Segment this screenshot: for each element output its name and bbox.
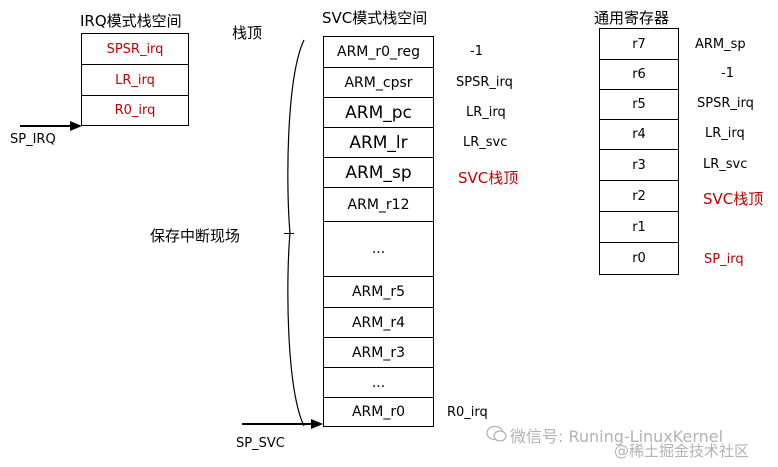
svc-side-minus-one: -1 xyxy=(470,44,483,59)
stack-top-label: 栈顶 xyxy=(232,24,263,42)
reg-cell-r2: r2 xyxy=(600,181,678,212)
irq-cell-spsr: SPSR_irq xyxy=(82,34,188,65)
irq-stack-title: IRQ模式栈空间 xyxy=(80,12,182,30)
sp-svc-label: SP_SVC xyxy=(236,436,285,451)
reg-cell-r5: r5 xyxy=(600,90,678,120)
reg-side-arm-sp: ARM_sp xyxy=(695,37,746,52)
svc-side-svc-top: SVC栈顶 xyxy=(458,169,519,187)
svc-cell-ellipsis-upper: ... xyxy=(324,222,433,277)
watermark-wechat-id: 微信号: Runing-LinuxKernel xyxy=(510,427,724,446)
watermark-community: @稀土掘金技术社区 xyxy=(614,442,750,460)
irq-cell-lr: LR_irq xyxy=(82,65,188,96)
svc-cell-sp: ARM_sp xyxy=(324,158,433,188)
reg-cell-r3: r3 xyxy=(600,150,678,181)
reg-side-lr-irq: LR_irq xyxy=(705,126,745,141)
svc-cell-cpsr: ARM_cpsr xyxy=(324,68,433,98)
registers-title: 通用寄存器 xyxy=(594,9,670,27)
registers-table: r7 r6 r5 r4 r3 r2 r1 r0 xyxy=(599,28,679,275)
wechat-icon xyxy=(486,425,507,442)
irq-stack: SPSR_irq LR_irq R0_irq xyxy=(81,33,189,126)
reg-cell-r0: r0 xyxy=(632,251,646,266)
reg-side-lr-svc: LR_svc xyxy=(703,157,748,172)
svc-cell-ellipsis-lower: ... xyxy=(324,368,433,398)
irq-cell-r0: R0_irq xyxy=(114,103,156,118)
svc-cell-r4: ARM_r4 xyxy=(324,308,433,338)
reg-cell-r4: r4 xyxy=(600,120,678,150)
svc-cell-r3: ARM_r3 xyxy=(324,338,433,368)
svc-side-spsr-irq: SPSR_irq xyxy=(456,75,513,90)
svc-cell-r0-reg: ARM_r0_reg xyxy=(324,37,433,68)
reg-cell-r7: r7 xyxy=(600,29,678,60)
svc-cell-lr: ARM_lr xyxy=(324,128,433,158)
sp-irq-label: SP_IRQ xyxy=(10,132,56,147)
save-context-label: 保存中断现场 xyxy=(150,227,241,245)
reg-side-svc-top: SVC栈顶 xyxy=(703,190,764,208)
svc-cell-r12: ARM_r12 xyxy=(324,188,433,222)
svc-cell-r0: ARM_r0 xyxy=(351,404,406,420)
svc-stack-title: SVC模式栈空间 xyxy=(322,9,428,27)
reg-cell-r1: r1 xyxy=(600,212,678,243)
reg-side-sp-irq: SP_irq xyxy=(704,252,744,267)
sp-svc-arrow xyxy=(242,419,323,429)
reg-side-spsr-irq: SPSR_irq xyxy=(697,96,754,111)
reg-side-minus-one: -1 xyxy=(721,66,734,81)
svc-side-lr-svc: LR_svc xyxy=(463,135,508,150)
reg-cell-r6: r6 xyxy=(600,60,678,90)
svc-side-r0-irq: R0_irq xyxy=(447,405,488,420)
brace-tick xyxy=(284,233,294,234)
svc-cell-pc: ARM_pc xyxy=(324,98,433,128)
svc-side-lr-irq: LR_irq xyxy=(466,105,506,120)
svc-cell-r5: ARM_r5 xyxy=(324,277,433,308)
svc-stack: ARM_r0_reg ARM_cpsr ARM_pc ARM_lr ARM_sp… xyxy=(323,36,434,427)
sp-irq-arrow xyxy=(20,121,82,131)
